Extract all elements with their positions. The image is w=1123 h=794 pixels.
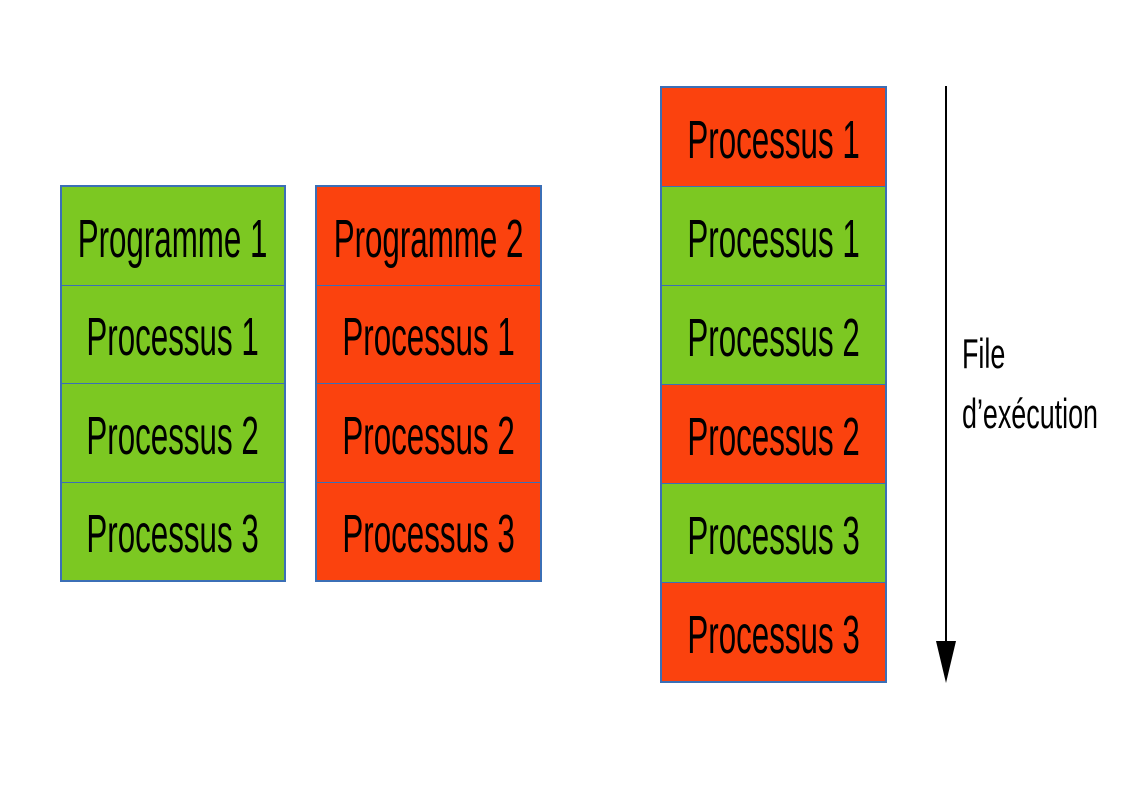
cell-label: Programme 1 bbox=[78, 208, 268, 269]
cell-label: Processus 1 bbox=[86, 307, 260, 368]
cell-label: Processus 3 bbox=[342, 504, 515, 565]
process-cell: Processus 2 bbox=[62, 384, 284, 483]
programme-2-column: Programme 2 Processus 1 Processus 2 Proc… bbox=[315, 185, 542, 582]
cell-label: Processus 2 bbox=[687, 407, 860, 467]
cell-label: Programme 2 bbox=[333, 208, 524, 269]
cell-label: Processus 3 bbox=[687, 605, 860, 665]
process-cell: Processus 1 bbox=[62, 285, 284, 384]
queue-cell: Processus 1 bbox=[662, 88, 885, 187]
programme-2-header-cell: Programme 2 bbox=[317, 187, 540, 286]
programme-1-column: Programme 1 Processus 1 Processus 2 Proc… bbox=[60, 185, 286, 582]
process-cell: Processus 3 bbox=[62, 482, 284, 580]
cell-label: Processus 3 bbox=[86, 504, 260, 565]
queue-label-line1: File bbox=[962, 330, 1006, 377]
cell-label: Processus 1 bbox=[342, 307, 515, 368]
queue-cell: Processus 2 bbox=[662, 385, 885, 484]
arrow-down-icon bbox=[936, 641, 956, 683]
cell-label: Processus 2 bbox=[86, 405, 260, 466]
programme-1-header-cell: Programme 1 bbox=[62, 187, 284, 286]
cell-label: Processus 2 bbox=[687, 308, 860, 368]
queue-label-line2: d’exécution bbox=[962, 390, 1098, 437]
execution-queue-column: Processus 1 Processus 1 Processus 2 Proc… bbox=[660, 86, 887, 683]
queue-label: File d’exécution bbox=[962, 324, 1098, 444]
queue-cell: Processus 1 bbox=[662, 187, 885, 286]
cell-label: Processus 1 bbox=[687, 209, 860, 269]
process-cell: Processus 1 bbox=[317, 285, 540, 384]
process-cell: Processus 2 bbox=[317, 384, 540, 483]
process-cell: Processus 3 bbox=[317, 482, 540, 580]
queue-cell: Processus 2 bbox=[662, 286, 885, 385]
queue-cell: Processus 3 bbox=[662, 583, 885, 681]
queue-cell: Processus 3 bbox=[662, 484, 885, 583]
cell-label: Processus 2 bbox=[342, 405, 515, 466]
execution-arrow-line bbox=[945, 86, 947, 642]
cell-label: Processus 3 bbox=[687, 506, 860, 566]
cell-label: Processus 1 bbox=[687, 110, 860, 170]
